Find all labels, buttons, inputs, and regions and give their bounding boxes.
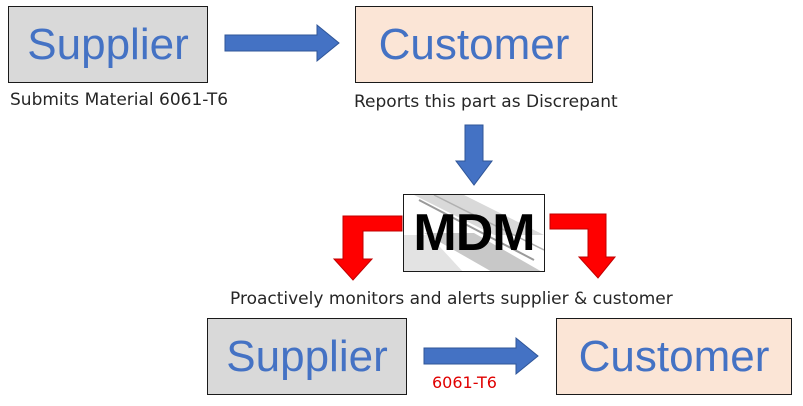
top-supplier-label: Supplier bbox=[27, 19, 189, 69]
bottom-customer-box: Customer bbox=[556, 318, 792, 395]
material-label: 6061-T6 bbox=[432, 373, 497, 392]
bottom-supplier-label: Supplier bbox=[226, 331, 388, 381]
bottom-right-arrow bbox=[423, 336, 539, 376]
mdm-logo: MDM bbox=[403, 194, 545, 272]
bottom-supplier-box: Supplier bbox=[207, 318, 407, 395]
top-supplier-box: Supplier bbox=[8, 6, 208, 83]
down-arrow bbox=[455, 124, 493, 186]
mdm-logo-text: MDM bbox=[413, 204, 535, 262]
red-arrow-left bbox=[332, 215, 403, 281]
top-customer-label: Customer bbox=[378, 19, 570, 69]
mdm-caption: Proactively monitors and alerts supplier… bbox=[230, 289, 673, 309]
supplier-caption: Submits Material 6061-T6 bbox=[10, 90, 229, 110]
bottom-customer-label: Customer bbox=[578, 331, 770, 381]
top-right-arrow bbox=[224, 23, 340, 63]
red-arrow-right bbox=[549, 213, 617, 279]
top-customer-box: Customer bbox=[355, 6, 593, 83]
customer-caption: Reports this part as Discrepant bbox=[354, 92, 618, 112]
mdm-logo-background bbox=[404, 195, 544, 271]
